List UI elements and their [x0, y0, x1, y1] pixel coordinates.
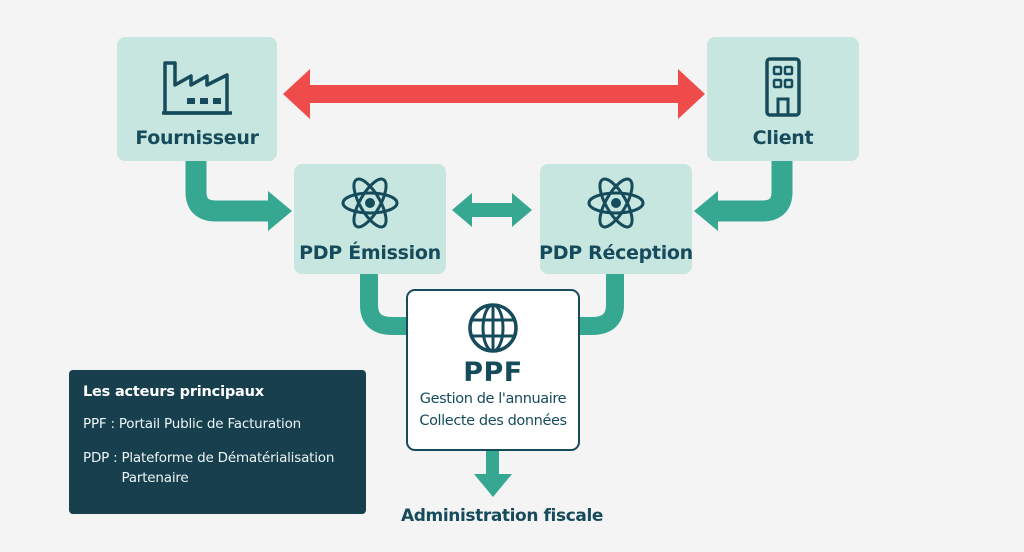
legend-entry-text: Portail Public de Facturation [118, 416, 302, 432]
pdp-exchange-arrow [452, 193, 532, 227]
node-ppf: PPF Gestion de l'annuaire Collecte des d… [406, 289, 580, 451]
ppf-to-admin-arrow [474, 450, 512, 497]
ppf-line-data-collection: Collecte des données [419, 413, 567, 429]
factory-icon [162, 61, 232, 115]
ppf-title: PPF [463, 357, 523, 388]
node-pdp-emission-label: PDP Émission [299, 242, 441, 264]
node-fournisseur-label: Fournisseur [135, 127, 259, 149]
node-client: Client [707, 37, 859, 161]
atom-icon [587, 177, 645, 229]
globe-icon [468, 303, 518, 353]
node-pdp-emission: PDP Émission [294, 164, 446, 274]
legend-entry-pdp: PDP : Plateforme de Dématérialisation Pa… [83, 448, 352, 488]
node-client-label: Client [752, 127, 814, 149]
supplier-to-emission-arrow [185, 158, 292, 231]
legend-title: Les acteurs principaux [83, 384, 264, 400]
node-pdp-reception: PDP Réception [539, 164, 693, 274]
atom-icon [341, 177, 399, 229]
ppf-line-directory: Gestion de l'annuaire [419, 391, 567, 407]
node-pdp-reception-label: PDP Réception [539, 242, 693, 264]
emission-to-ppf-connector [360, 272, 410, 335]
legend-entry-abbr: PDP [83, 450, 110, 466]
office-building-icon [765, 57, 801, 117]
node-administration-fiscale: Administration fiscale [401, 506, 603, 526]
legend-entry-ppf: PPF : Portail Public de Facturation [83, 414, 352, 434]
reception-to-ppf-connector [576, 272, 624, 335]
legend-entry-separator: : [110, 416, 115, 432]
legend-entry-separator: : [113, 450, 118, 466]
legend-box: Les acteurs principaux PPF : Portail Pub… [69, 370, 366, 514]
supplier-client-arrow [283, 69, 705, 119]
legend-entry-abbr: PPF [83, 416, 107, 432]
node-fournisseur: Fournisseur [117, 37, 277, 161]
client-to-reception-arrow [694, 158, 793, 231]
legend-entry-text: Plateforme de Dématérialisation Partenai… [121, 450, 335, 486]
